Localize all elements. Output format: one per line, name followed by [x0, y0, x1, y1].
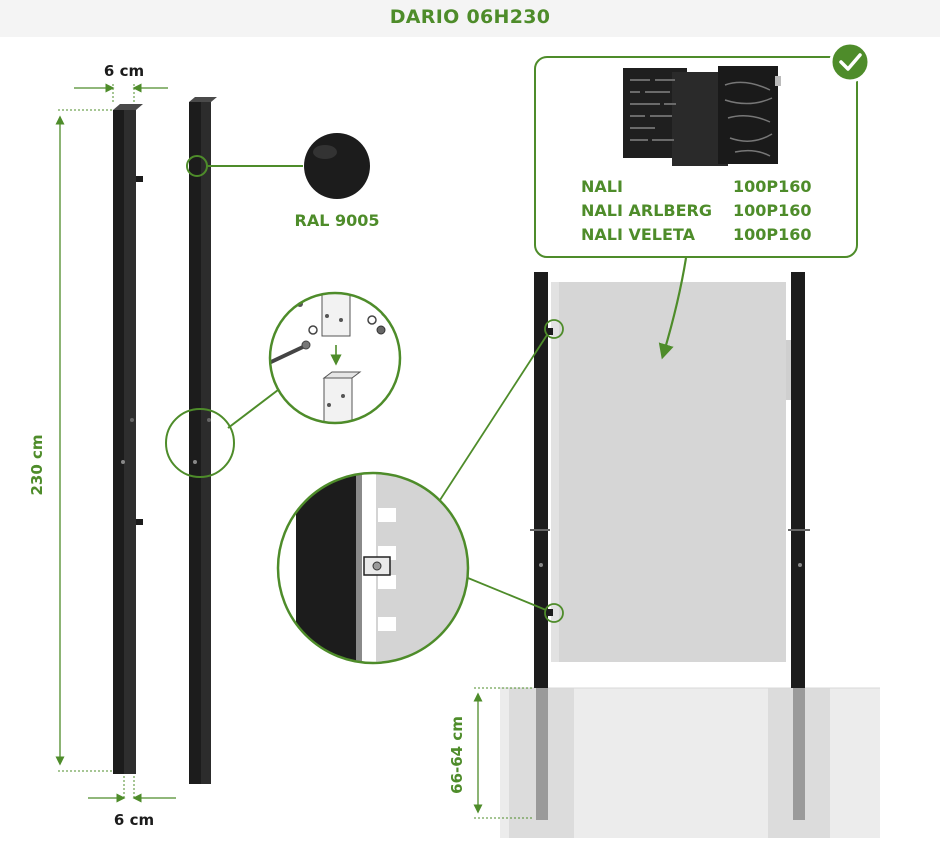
color-callout: RAL 9005	[186, 133, 380, 230]
gate-panel	[551, 282, 795, 662]
hinge-callout	[276, 319, 564, 665]
page-title: DARIO 06H230	[389, 6, 551, 28]
model-name-1: NALI ARLBERG	[581, 201, 712, 220]
color-swatch	[304, 133, 370, 199]
compatibility-row-1: NALI ARLBERG 100P160	[581, 201, 812, 220]
compatibility-box: NALI 100P160 NALI ARLBERG 100P160 NALI V…	[534, 41, 871, 258]
width-label-bottom: 6 cm	[114, 811, 154, 829]
model-name-0: NALI	[581, 177, 623, 196]
check-circle-icon	[829, 41, 871, 83]
height-dimension: 230 cm	[28, 109, 113, 772]
compatibility-row-2: NALI VELETA 100P160	[581, 225, 812, 244]
height-label: 230 cm	[28, 434, 46, 495]
gate-post-left	[530, 272, 553, 688]
model-code-2: 100P160	[733, 225, 812, 244]
width-dimension-bottom: 6 cm	[88, 776, 176, 829]
header-band	[0, 0, 940, 37]
post-front	[113, 104, 143, 774]
width-label-top: 6 cm	[104, 62, 144, 80]
model-code-0: 100P160	[733, 177, 812, 196]
model-name-2: NALI VELETA	[581, 225, 696, 244]
ral-label: RAL 9005	[295, 211, 380, 230]
width-dimension-top: 6 cm	[74, 62, 168, 104]
depth-label: 66-64 cm	[448, 716, 466, 794]
ground-foundation	[500, 687, 880, 838]
hardware-callout	[165, 291, 402, 478]
model-code-1: 100P160	[733, 201, 812, 220]
depth-dimension: 66-64 cm	[448, 687, 534, 819]
post-back	[189, 97, 217, 784]
compatibility-row-0: NALI 100P160	[581, 177, 812, 196]
pointer-arrow	[658, 257, 688, 360]
gate-models-thumbnail	[623, 66, 781, 166]
gate-post-right	[788, 272, 810, 688]
